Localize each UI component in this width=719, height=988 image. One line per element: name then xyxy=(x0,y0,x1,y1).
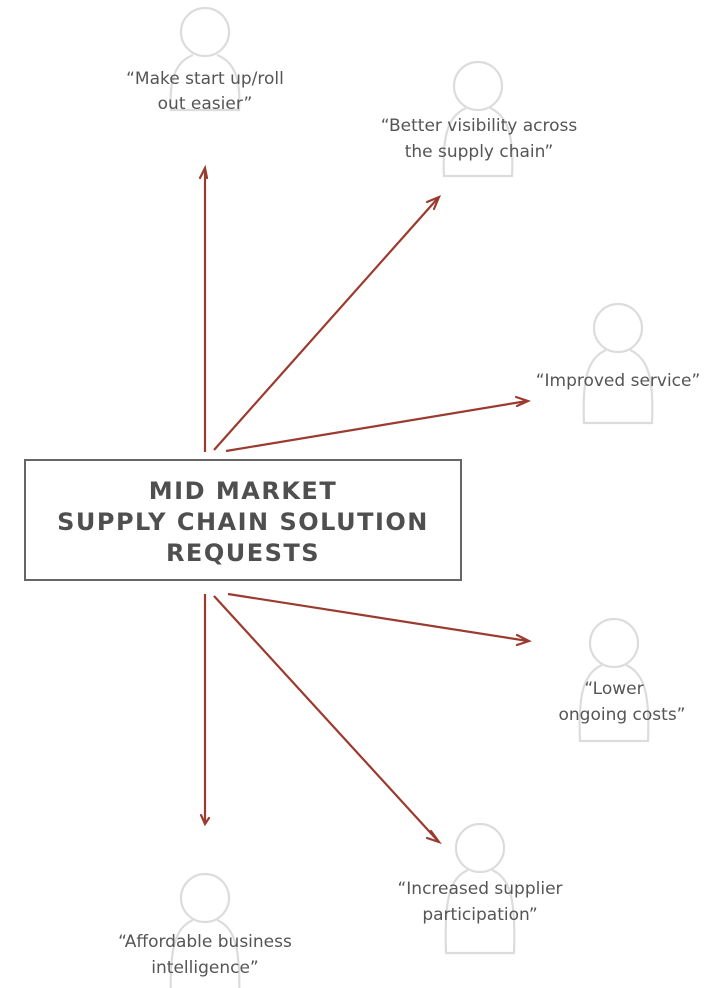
request-costs: “Lower ongoing costs” xyxy=(559,679,686,725)
request-bi-line-2: intelligence” xyxy=(151,958,258,978)
center-title-line-2: SUPPLY CHAIN SOLUTION xyxy=(57,508,429,536)
arrow-to-visibility xyxy=(213,194,442,451)
request-costs-line-1: “Lower xyxy=(584,679,643,699)
request-service: “Improved service” xyxy=(536,371,701,391)
request-visibility: “Better visibility across the supply cha… xyxy=(381,116,578,162)
person-outline-icon xyxy=(442,60,514,178)
arrow-to-bi xyxy=(199,594,211,827)
center-title-line-1: MID MARKET xyxy=(149,477,337,505)
request-supplier: “Increased supplier participation” xyxy=(397,879,562,925)
request-startup-line-2: out easier” xyxy=(158,94,253,114)
arrow-to-startup xyxy=(198,164,209,452)
request-bi: “Affordable business intelligence” xyxy=(118,932,292,978)
center-title-line-3: REQUESTS xyxy=(166,539,320,567)
person-outline-icon xyxy=(578,617,650,743)
request-supplier-line-2: participation” xyxy=(422,905,537,925)
arrow-to-service xyxy=(225,395,532,453)
request-bi-line-1: “Affordable business xyxy=(118,932,292,952)
request-service-line-1: “Improved service” xyxy=(536,371,701,391)
request-startup-line-1: “Make start up/roll xyxy=(126,69,284,89)
request-visibility-line-2: the supply chain” xyxy=(405,142,554,162)
request-supplier-line-1: “Increased supplier xyxy=(397,879,562,899)
center-box: MID MARKET SUPPLY CHAIN SOLUTION REQUEST… xyxy=(24,459,462,581)
request-costs-line-2: ongoing costs” xyxy=(559,705,686,725)
person-outline-icon xyxy=(169,6,241,112)
request-startup: “Make start up/roll out easier” xyxy=(126,69,284,114)
person-outline-icon xyxy=(582,302,654,425)
arrow-to-supplier xyxy=(213,595,442,845)
person-outline-icon xyxy=(444,822,516,955)
person-outline-icon xyxy=(169,872,241,988)
arrow-to-costs xyxy=(227,592,532,647)
request-visibility-line-1: “Better visibility across xyxy=(381,116,578,136)
